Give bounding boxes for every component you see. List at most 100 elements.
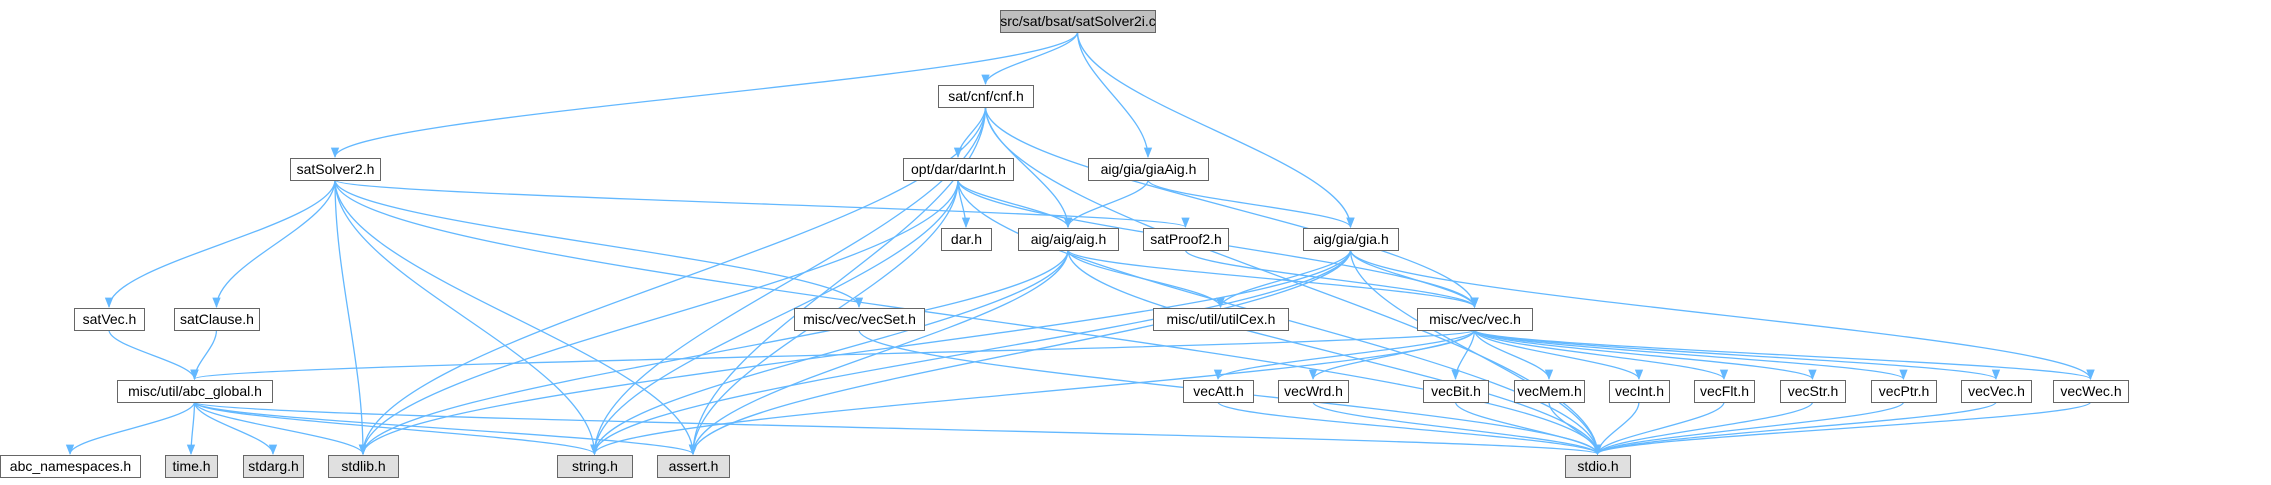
node-darInt[interactable]: opt/dar/darInt.h	[903, 158, 1014, 181]
edge-vec-to-vecWec	[1473, 329, 2095, 381]
node-vecWec[interactable]: vecWec.h	[2053, 380, 2129, 403]
node-giaAig[interactable]: aig/gia/giaAig.h	[1088, 158, 1209, 181]
node-assert: assert.h	[657, 455, 730, 478]
node-vecMem-label: vecMem.h	[1517, 383, 1582, 399]
edge-giaAig-to-gia	[1147, 179, 1355, 229]
node-utilCex-label: misc/util/utilCex.h	[1167, 311, 1276, 327]
node-satVec[interactable]: satVec.h	[74, 308, 145, 331]
node-vec[interactable]: misc/vec/vec.h	[1417, 308, 1533, 331]
node-vecStr[interactable]: vecStr.h	[1780, 380, 1846, 403]
node-vecBit-box	[1423, 380, 1489, 403]
edge-abc_global-to-assert	[193, 401, 697, 456]
node-cnf-label: sat/cnf/cnf.h	[948, 88, 1023, 104]
edge-satSolver2-to-satVec	[104, 179, 336, 309]
node-vecInt-box	[1609, 380, 1670, 403]
edge-vecBit-to-stdio	[1454, 401, 1602, 456]
node-stdio-box	[1565, 455, 1631, 478]
node-abc_ns[interactable]: abc_namespaces.h	[0, 455, 141, 478]
node-abc_global[interactable]: misc/util/abc_global.h	[117, 380, 273, 403]
node-abc_ns-box	[0, 455, 141, 478]
edge-vec-to-vecInt	[1473, 329, 1644, 381]
node-vec-label: misc/vec/vec.h	[1429, 311, 1521, 327]
node-vecMem[interactable]: vecMem.h	[1514, 380, 1585, 403]
node-giaAig-box	[1088, 158, 1209, 181]
edge-abc_global-to-abc_ns	[65, 401, 196, 456]
node-vecBit[interactable]: vecBit.h	[1423, 380, 1489, 403]
node-darInt-label: opt/dar/darInt.h	[911, 161, 1006, 177]
edge-satProof2-to-vec	[1184, 249, 1479, 309]
edge-satSolver2-to-satClause	[212, 179, 336, 309]
node-satVec-box	[74, 308, 145, 331]
node-satSolver2[interactable]: satSolver2.h	[290, 158, 381, 181]
node-satProof2-box	[1143, 228, 1229, 251]
edge-cnf-to-string	[590, 106, 987, 456]
node-aig[interactable]: aig/aig/aig.h	[1018, 228, 1119, 251]
edge-vecPtr-to-stdio	[1593, 401, 1905, 456]
node-vecAtt[interactable]: vecAtt.h	[1183, 380, 1254, 403]
node-vecInt[interactable]: vecInt.h	[1609, 380, 1670, 403]
node-gia-label: aig/gia/gia.h	[1313, 231, 1389, 247]
node-vecPtr[interactable]: vecPtr.h	[1871, 380, 1937, 403]
node-utilCex-box	[1153, 308, 1289, 331]
edge-vecFlt-to-stdio	[1593, 401, 1725, 456]
edge-aig-to-string	[590, 249, 1069, 456]
edge-root-to-cnf	[981, 31, 1079, 86]
edge-gia-to-utilCex	[1216, 249, 1352, 309]
edge-satVec-to-abc_global	[108, 329, 199, 381]
edge-abc_global-to-stdio	[193, 401, 1601, 456]
edge-vec-to-vecStr	[1473, 329, 1817, 381]
node-string-box	[557, 455, 633, 478]
node-cnf-box	[938, 85, 1034, 108]
node-utilCex[interactable]: misc/util/utilCex.h	[1153, 308, 1289, 331]
node-vecFlt[interactable]: vecFlt.h	[1694, 380, 1755, 403]
edge-abc_global-to-stdlib	[193, 401, 368, 456]
edge-abc_global-to-string	[193, 401, 599, 456]
edge-satSolver2-to-vecSet	[334, 179, 864, 309]
node-vecMem-box	[1514, 380, 1585, 403]
node-vecFlt-label: vecFlt.h	[1700, 383, 1749, 399]
node-vecSet-box	[794, 308, 925, 331]
node-dar[interactable]: dar.h	[941, 228, 992, 251]
node-vecVec[interactable]: vecVec.h	[1961, 380, 2032, 403]
node-assert-label: assert.h	[669, 458, 719, 474]
edge-cnf-to-assert	[688, 106, 987, 456]
edge-vecVec-to-stdio	[1593, 401, 1997, 456]
node-satClause-label: satClause.h	[180, 311, 254, 327]
edge-vec-to-vecMem	[1473, 329, 1554, 381]
node-cnf[interactable]: sat/cnf/cnf.h	[938, 85, 1034, 108]
node-dar-label: dar.h	[951, 231, 982, 247]
node-stdarg-label: stdarg.h	[248, 458, 299, 474]
edge-gia-to-stdlib	[358, 249, 1352, 456]
node-vecWrd-box	[1278, 380, 1349, 403]
node-stdio: stdio.h	[1565, 455, 1631, 478]
node-gia[interactable]: aig/gia/gia.h	[1303, 228, 1399, 251]
node-stdarg-box	[243, 455, 304, 478]
node-vecBit-label: vecBit.h	[1431, 383, 1481, 399]
node-vecSet[interactable]: misc/vec/vecSet.h	[794, 308, 925, 331]
edge-satSolver2-to-satProof2	[334, 179, 1190, 229]
edge-darInt-to-string	[590, 179, 959, 456]
edge-satSolver2-to-assert	[334, 179, 698, 456]
edge-vec-to-vecBit	[1451, 329, 1476, 381]
edge-satSolver2-to-stdlib	[334, 179, 368, 456]
edge-vec-to-vecPtr	[1473, 329, 1908, 381]
node-assert-box	[657, 455, 730, 478]
edge-aig-to-stdlib	[358, 249, 1069, 456]
node-stdlib: stdlib.h	[328, 455, 399, 478]
edge-aig-to-assert	[688, 249, 1069, 456]
node-dar-box	[941, 228, 992, 251]
node-gia-box	[1303, 228, 1399, 251]
node-satClause[interactable]: satClause.h	[174, 308, 260, 331]
node-stdio-label: stdio.h	[1577, 458, 1618, 474]
node-vecWrd[interactable]: vecWrd.h	[1278, 380, 1349, 403]
node-vecAtt-label: vecAtt.h	[1193, 383, 1244, 399]
node-satProof2[interactable]: satProof2.h	[1143, 228, 1229, 251]
edge-gia-to-stdio	[1349, 249, 1602, 456]
node-darInt-box	[903, 158, 1014, 181]
edge-cnf-to-vec	[984, 106, 1479, 309]
node-vecVec-box	[1961, 380, 2032, 403]
node-vecWrd-label: vecWrd.h	[1284, 383, 1343, 399]
edge-darInt-to-aig	[957, 179, 1073, 229]
node-vec-box	[1417, 308, 1533, 331]
